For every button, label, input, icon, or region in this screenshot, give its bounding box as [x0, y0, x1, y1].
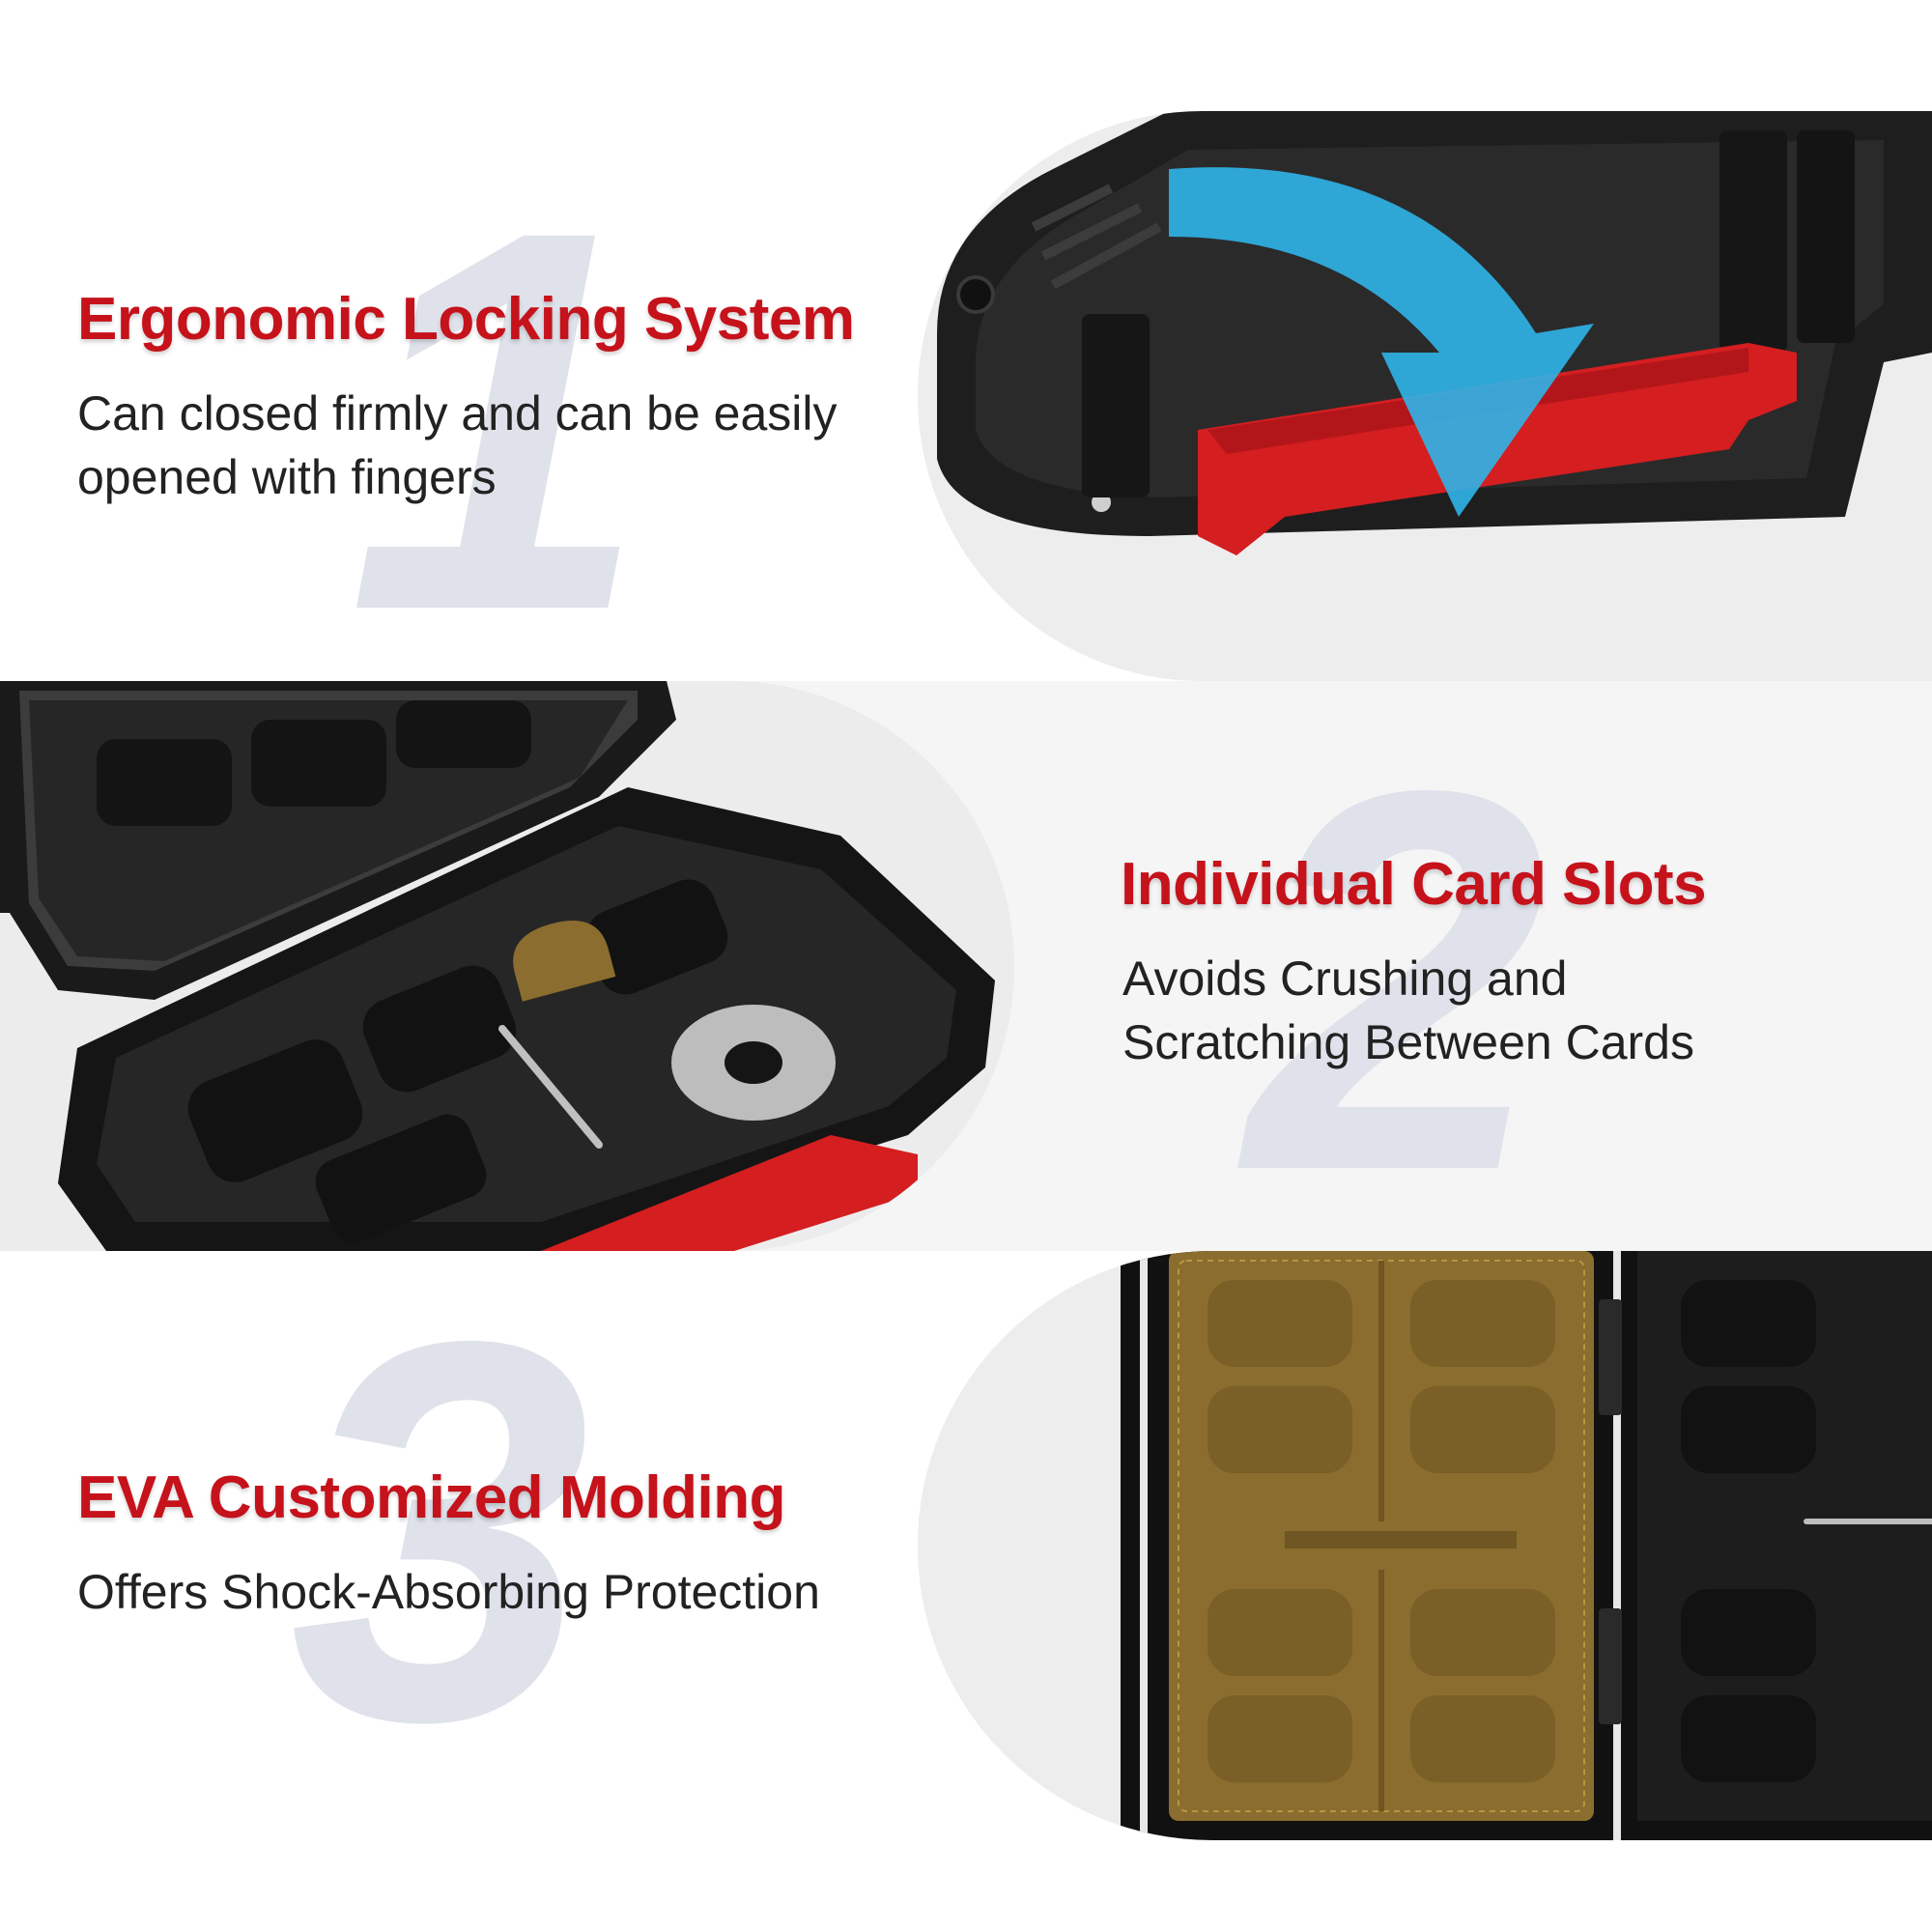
feature-section-eva-molding: 3 EVA Customized Molding Offers Shock-Ab… — [0, 1251, 1932, 1840]
curved-arrow-icon — [1169, 167, 1594, 517]
open-case-photo — [0, 681, 1014, 1251]
description-line: Can closed firmly and can be easily — [77, 386, 838, 440]
description-line: Scratching Between Cards — [1122, 1015, 1694, 1069]
description-line: opened with fingers — [77, 450, 497, 504]
eva-foam-photo — [918, 1251, 1932, 1840]
description-line: Avoids Crushing and — [1122, 952, 1568, 1006]
section-number: 1 — [348, 118, 649, 681]
feature-title: Individual Card Slots — [1121, 851, 1707, 918]
feature-title: EVA Customized Molding — [77, 1464, 785, 1531]
section-number: 3 — [290, 1251, 591, 1833]
feature-section-locking: 1 Ergonomic Locking System Can closed fi… — [0, 111, 1932, 681]
section-number: 2 — [1246, 681, 1548, 1251]
feature-description: Avoids Crushing and Scratching Between C… — [1122, 947, 1694, 1074]
description-line: Offers Shock-Absorbing Protection — [77, 1565, 820, 1619]
feature-title: Ergonomic Locking System — [77, 286, 855, 353]
feature-description: Can closed firmly and can be easily open… — [77, 382, 838, 509]
locking-latch-photo — [918, 111, 1932, 681]
feature-section-card-slots: 2 Individual Card Slots Avoids Crushing … — [0, 681, 1932, 1251]
feature-description: Offers Shock-Absorbing Protection — [77, 1560, 820, 1624]
